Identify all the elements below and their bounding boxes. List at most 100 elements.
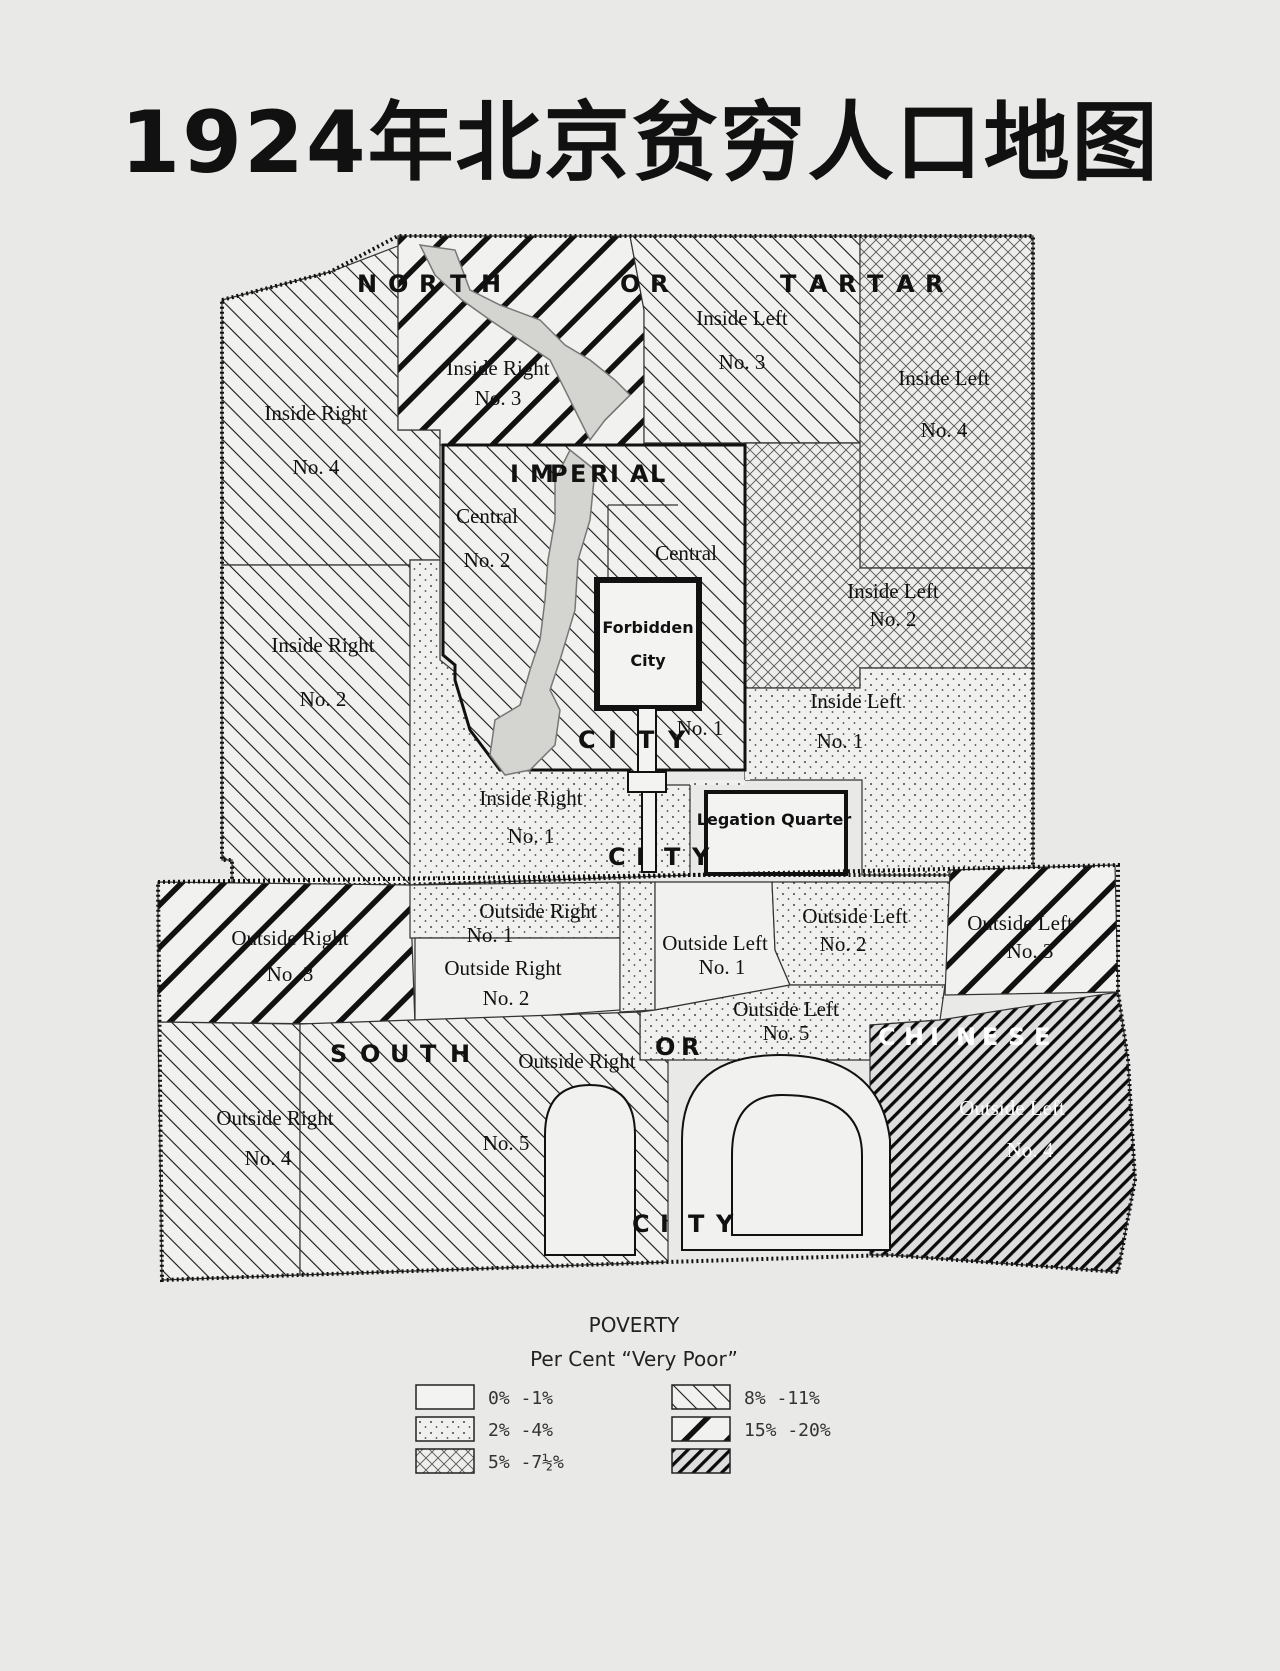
forbidden-approach-2 — [641, 791, 657, 873]
city-letter-north-or: R — [650, 270, 668, 298]
temple-of-heaven-inner — [731, 1093, 863, 1236]
district-outside-right-3[interactable] — [157, 881, 416, 1026]
city-letter-imperial: I — [610, 460, 619, 488]
city-letter-south: T — [420, 1040, 437, 1068]
legend-title: POVERTY — [589, 1313, 680, 1337]
legend-label: 0% -1% — [488, 1388, 553, 1409]
north-city-districts — [220, 234, 1035, 887]
city-letter-north: T — [450, 270, 467, 298]
district-inside-right-2[interactable] — [221, 564, 411, 886]
city-letter-tartar: A — [809, 270, 828, 298]
legend-swatch-dots — [415, 1416, 475, 1442]
city-letter-tartar: R — [925, 270, 943, 298]
lake-north — [418, 244, 632, 442]
city-letter-imperial: P — [550, 460, 568, 488]
city-letter-imperial: R — [590, 460, 608, 488]
temple-of-agriculture[interactable] — [544, 1083, 636, 1256]
forbidden-gate — [627, 771, 667, 793]
label-central-1-num: No. 1 — [677, 716, 724, 740]
north-city-wall — [220, 234, 1035, 887]
legend-label: 5% -7½% — [488, 1452, 564, 1473]
label-legation-quarter: Legation Quarter — [697, 810, 852, 829]
city-letter-imperial-city: T — [638, 726, 655, 754]
legend-swatch-hatch-dense — [671, 1448, 731, 1474]
legend-label: 15% -20% — [744, 1420, 831, 1441]
legend: POVERTY Per Cent “Very Poor” 0% -1% 2% -4… — [415, 1313, 831, 1474]
city-letter-tartar: R — [838, 270, 856, 298]
city-letter-tartar: T — [780, 270, 797, 298]
south-city-wall — [155, 862, 1138, 1283]
city-letter-imperial: E — [570, 460, 586, 488]
city-letter-north: O — [388, 270, 408, 298]
label-outside-right-5-top: Outside Right — [518, 1049, 635, 1073]
district-outside-right-2[interactable] — [414, 937, 621, 1026]
legend-label: 8% -11% — [744, 1388, 820, 1409]
legend-subtitle: Per Cent “Very Poor” — [530, 1347, 738, 1371]
legend-swatch-crosshatch — [415, 1448, 475, 1474]
city-letter-south-city: I — [660, 1210, 669, 1238]
city-letter-imperial: I — [510, 460, 519, 488]
south-city-districts — [155, 862, 1138, 1283]
legend-swatch-blank — [415, 1384, 475, 1410]
city-letter-south-city: Y — [715, 1210, 734, 1238]
city-letter-south-city: C — [632, 1210, 650, 1238]
city-letter-north: H — [481, 270, 501, 298]
page-title: 1924年北京贫穷人口地图 — [120, 93, 1160, 193]
city-letter-north-city: C — [608, 843, 626, 871]
city-letter-imperial-city: Y — [667, 726, 686, 754]
city-letter-tartar: T — [867, 270, 884, 298]
city-letter-south: H — [450, 1040, 470, 1068]
city-letter-north: R — [419, 270, 437, 298]
city-letter-imperial-city: I — [608, 726, 617, 754]
forbidden-city[interactable] — [594, 577, 702, 711]
label-central-1-top: Central — [655, 541, 717, 565]
city-letter-south-or: R — [681, 1033, 699, 1061]
city-letter-north-city: I — [636, 843, 645, 871]
district-inside-left-3[interactable] — [629, 235, 861, 444]
city-letter-imperial: M — [530, 460, 554, 488]
legend-label: 2% -4% — [488, 1420, 553, 1441]
legend-swatch-hatch-bold — [671, 1416, 731, 1442]
city-letter-tartar: A — [896, 270, 915, 298]
legend-swatch-hatch-fine — [671, 1384, 731, 1410]
city-letter-chinese: H — [904, 1023, 924, 1051]
city-letter-imperial: A — [630, 460, 649, 488]
city-letter-south-city: T — [688, 1210, 705, 1238]
city-letter-north: N — [357, 270, 377, 298]
district-south-strip — [619, 881, 656, 1013]
label-outside-right-5-num: No. 5 — [483, 1131, 530, 1155]
lake-central — [489, 448, 596, 776]
city-letter-north-city: T — [664, 843, 681, 871]
city-letter-chinese: S — [1008, 1023, 1025, 1051]
legation-quarter[interactable] — [704, 790, 848, 876]
city-letter-south: U — [390, 1040, 410, 1068]
city-letter-south: O — [360, 1040, 380, 1068]
city-letter-chinese: E — [982, 1023, 998, 1051]
city-letter-imperial-city: C — [578, 726, 596, 754]
city-letter-imperial: L — [650, 460, 665, 488]
city-letter-north-or: O — [620, 270, 640, 298]
district-strip-2 — [745, 690, 750, 780]
city-letter-north-city: Y — [691, 843, 710, 871]
city-letter-chinese: I — [930, 1023, 939, 1051]
city-letter-south: S — [330, 1040, 347, 1068]
